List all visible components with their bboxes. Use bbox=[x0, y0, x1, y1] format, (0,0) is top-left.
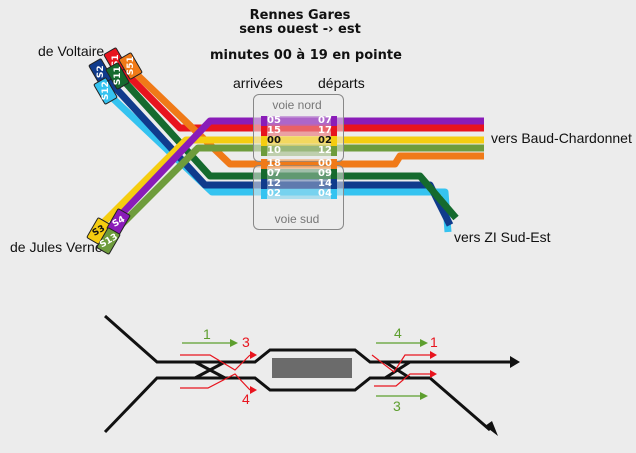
schematic-label-green-3: 3 bbox=[393, 398, 401, 414]
platform-stop-dep-north-S4 bbox=[331, 116, 337, 126]
timetable-dep-north-S4: 07 bbox=[318, 115, 332, 126]
timetable-dep-south-S51: 00 bbox=[318, 158, 332, 169]
platform-stop-dep-south-S51 bbox=[331, 159, 337, 169]
schematic-crossover-east bbox=[384, 360, 411, 380]
platform-stop-arr-north-S13 bbox=[261, 146, 267, 156]
schematic-arrow-green-3 bbox=[420, 392, 428, 400]
schematic-label-red-3: 3 bbox=[242, 334, 250, 350]
endpoint-vers-zi-sud-est: vers ZI Sud-Est bbox=[454, 229, 551, 245]
track-box-north bbox=[253, 94, 344, 162]
timetable-arr-south-S11: 07 bbox=[267, 168, 281, 179]
timetable-arr-south-S51: 18 bbox=[267, 158, 281, 169]
timetable-dep-north-S3: 02 bbox=[318, 135, 332, 146]
schematic-crossover-west bbox=[194, 360, 226, 380]
schematic-label-green-4: 4 bbox=[394, 325, 402, 341]
timetable-row-south-S2 bbox=[262, 179, 334, 189]
page-title: Rennes Gares bbox=[249, 8, 351, 23]
endpoint-vers-baud-chardonnet: vers Baud-Chardonnet bbox=[491, 130, 632, 146]
timetable-row-south-S51 bbox=[262, 159, 334, 169]
schematic-platform bbox=[272, 358, 352, 378]
timetable-arr-north-S4: 05 bbox=[267, 115, 281, 126]
track-label-north: voie nord bbox=[272, 98, 322, 112]
schematic-route-red-x bbox=[374, 373, 430, 387]
arrivals-header: arrivées bbox=[233, 75, 283, 91]
schematic-arrow-red-x bbox=[430, 370, 437, 378]
route-line-S3 bbox=[95, 136, 484, 231]
platform-stop-dep-north-S1 bbox=[331, 126, 337, 136]
platform-stop-arr-south-S51 bbox=[261, 159, 267, 169]
schematic-label-green-1: 1 bbox=[203, 326, 211, 342]
schematic-arrow-red-3 bbox=[250, 351, 257, 359]
schematic-arrowhead-south bbox=[485, 421, 498, 436]
timetable-dep-north-S13: 12 bbox=[318, 145, 332, 156]
platform-stop-dep-south-S2 bbox=[331, 179, 337, 189]
schematic-arrow-red-4 bbox=[250, 386, 257, 394]
track-schematic bbox=[103, 314, 520, 436]
timetable-row-south-S11 bbox=[262, 169, 334, 179]
schematic-label-red-1: 1 bbox=[430, 334, 438, 350]
timetable-dep-north-S1: 17 bbox=[318, 125, 332, 136]
schematic-arrow-red-1 bbox=[430, 351, 437, 359]
timetable-row-north-S3 bbox=[262, 136, 334, 146]
route-line-S13 bbox=[103, 144, 484, 243]
platform-stop-dep-north-S3 bbox=[331, 136, 337, 146]
platform-stop-arr-north-S4 bbox=[261, 116, 267, 126]
track-label-south: voie sud bbox=[274, 212, 320, 226]
platform-stop-arr-south-S11 bbox=[261, 169, 267, 179]
route-line-S1 bbox=[110, 57, 484, 132]
timetable-arr-north-S13: 10 bbox=[267, 145, 281, 156]
platform-stop-arr-south-S12 bbox=[261, 189, 267, 199]
timetable-arr-north-S1: 15 bbox=[267, 125, 281, 136]
page-subtitle: sens ouest -› est bbox=[239, 22, 361, 37]
timetable-row-north-S4 bbox=[262, 116, 334, 126]
schematic-track-north bbox=[104, 314, 510, 364]
timetable-dep-south-S11: 09 bbox=[318, 168, 332, 179]
schematic-route-red-4 bbox=[180, 373, 251, 391]
departures-header: départs bbox=[318, 75, 365, 91]
schematic-route-red-3 bbox=[180, 354, 251, 371]
track-box-south bbox=[253, 165, 344, 230]
timetable-dep-south-S12: 04 bbox=[318, 188, 332, 199]
timetable-row-south-S12 bbox=[262, 189, 334, 199]
platform-stop-arr-north-S3 bbox=[261, 136, 267, 146]
schematic-arrowhead-north bbox=[510, 356, 520, 368]
timetable-dep-south-S2: 14 bbox=[318, 178, 332, 189]
timetable-arr-south-S12: 02 bbox=[267, 188, 281, 199]
schematic-route-red-1 bbox=[371, 354, 430, 373]
timetable-arr-north-S3: 00 bbox=[267, 135, 281, 146]
endpoint-de-voltaire: de Voltaire bbox=[38, 43, 105, 59]
timetable-row-north-S13 bbox=[262, 146, 334, 156]
platform-stop-dep-south-S11 bbox=[331, 169, 337, 179]
schematic-track-south bbox=[103, 376, 491, 434]
platform-stop-arr-north-S1 bbox=[261, 126, 267, 136]
schematic-arrow-green-4 bbox=[420, 339, 428, 347]
timetable-row-north-S1 bbox=[262, 126, 334, 136]
period-label: minutes 00 à 19 en pointe bbox=[210, 48, 402, 63]
platform-stop-dep-south-S12 bbox=[331, 189, 337, 199]
schematic-label-red-4: 4 bbox=[242, 391, 250, 407]
timetable-arr-south-S2: 12 bbox=[267, 178, 281, 189]
route-line-S4 bbox=[111, 117, 484, 225]
platform-stop-dep-north-S13 bbox=[331, 146, 337, 156]
platform-stop-arr-south-S2 bbox=[261, 179, 267, 189]
schematic-arrow-green-1 bbox=[230, 339, 238, 347]
endpoint-de-jules-verne: de Jules Verne bbox=[10, 239, 103, 255]
